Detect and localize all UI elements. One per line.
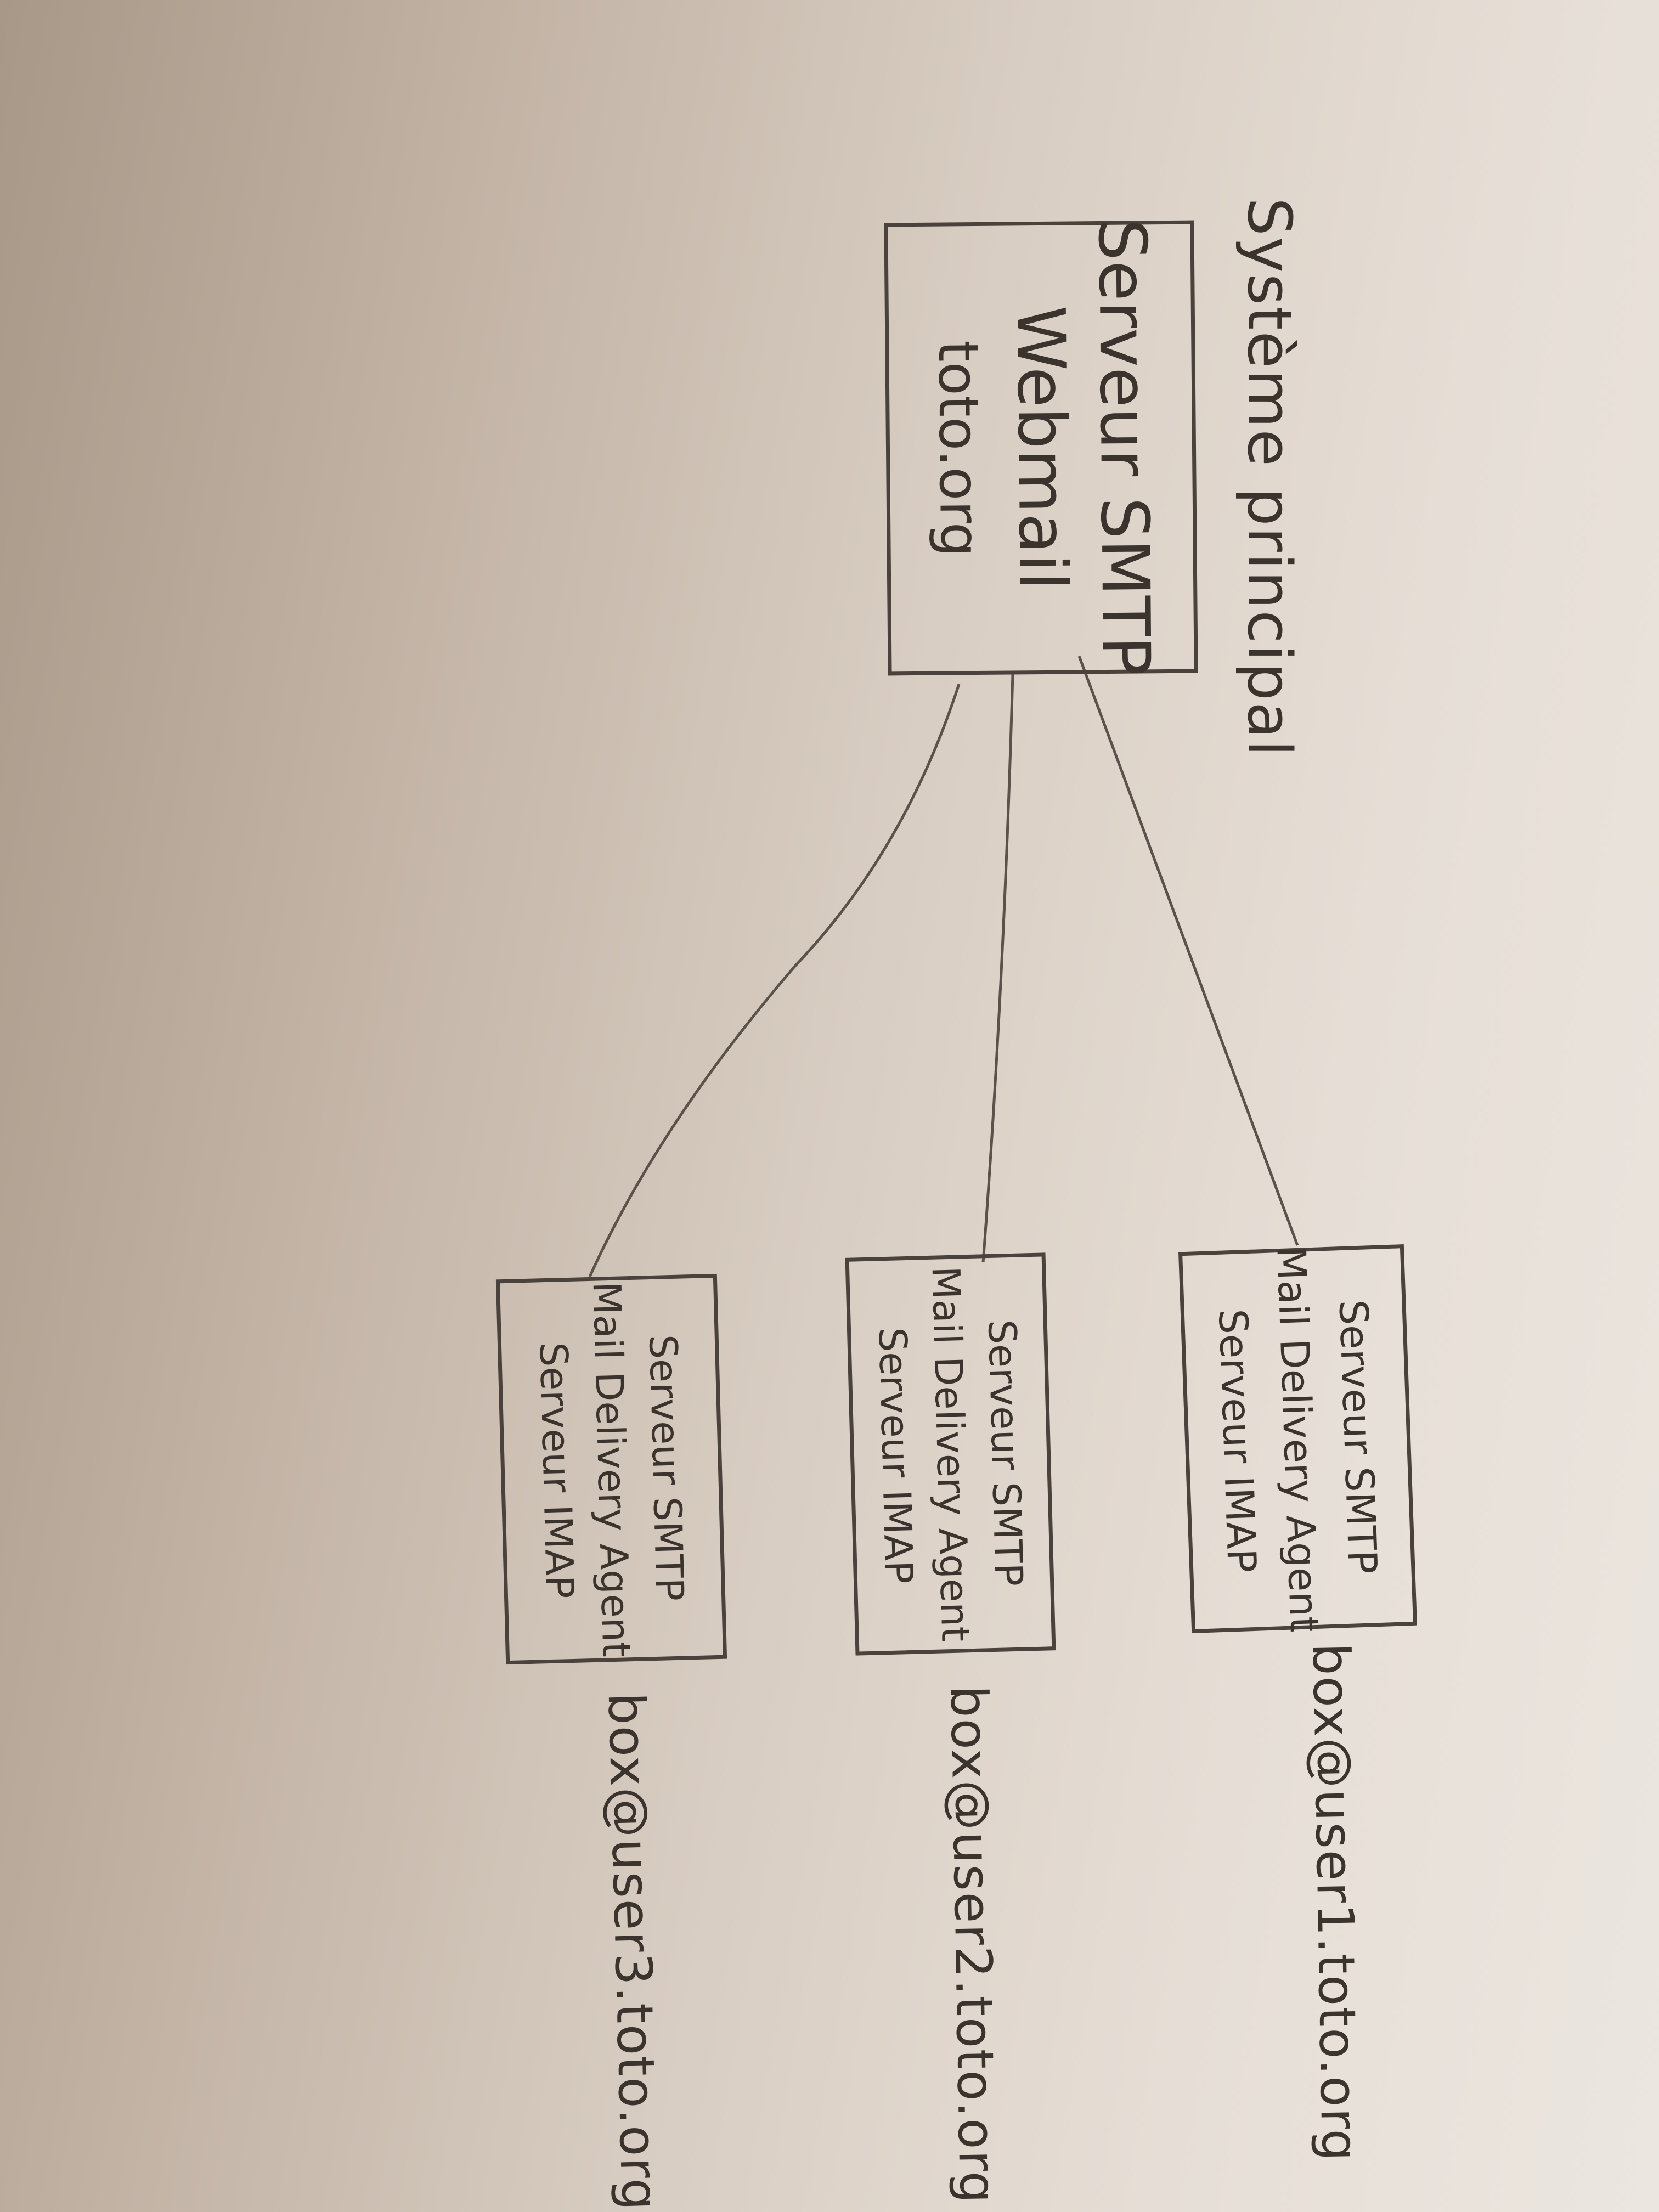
main-server-line: Webmail bbox=[1002, 305, 1081, 591]
user2-server-box: Serveur SMTP Mail Delivery Agent Serveur… bbox=[845, 1252, 1056, 1656]
connector-user2 bbox=[981, 674, 1014, 1263]
connector-user3 bbox=[588, 684, 961, 1278]
main-server-line: toto.org bbox=[926, 340, 992, 557]
system-title: Système principal bbox=[1234, 198, 1305, 758]
server-line: Serveur IMAP bbox=[870, 1327, 922, 1584]
server-line: Serveur IMAP bbox=[531, 1341, 583, 1600]
main-server-box: Serveur SMTP Webmail toto.org bbox=[884, 218, 1198, 676]
connector-user1 bbox=[1077, 656, 1299, 1246]
main-server-line: Serveur SMTP bbox=[1083, 218, 1164, 676]
server-line: Serveur SMTP bbox=[640, 1334, 692, 1602]
server-line: Mail Delivery Agent bbox=[923, 1266, 978, 1643]
user2-mailbox-label: box@user2.toto.org bbox=[939, 1685, 1007, 2205]
user1-mailbox-label: box@user1.toto.org bbox=[1301, 1643, 1369, 2163]
user3-server-box: Serveur SMTP Mail Delivery Agent Serveur… bbox=[495, 1273, 727, 1665]
server-line: Mail Delivery Agent bbox=[584, 1280, 639, 1658]
server-line: Serveur SMTP bbox=[979, 1318, 1031, 1587]
user1-server-box: Serveur SMTP Mail Delivery Agent Serveur… bbox=[1178, 1244, 1418, 1633]
